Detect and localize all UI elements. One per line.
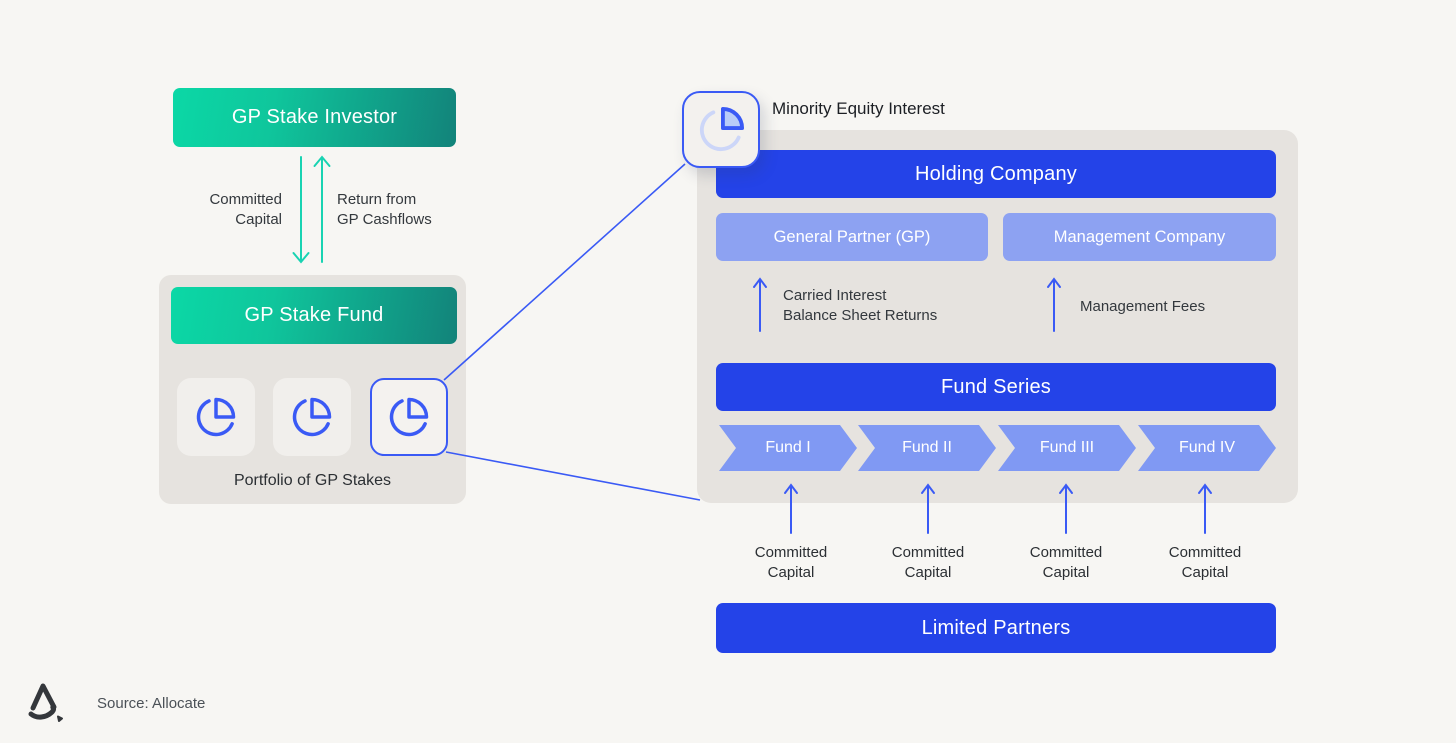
gp-stake-fund-panel: GP Stake Fund Portfolio of GP Stakes: [159, 275, 466, 504]
pie-chart-icon: [699, 106, 744, 151]
gp-stake-tile-3-highlighted: [370, 378, 448, 456]
committed-capital-flow-label: Committed Capital: [209, 191, 282, 228]
fund-1-label: Fund I: [765, 439, 811, 456]
gp-stake-investor-label: GP Stake Investor: [231, 106, 398, 128]
fund-chevron-row: Fund I Fund II Fund III Fund IV: [697, 425, 1298, 471]
management-company-label: Management Company: [1053, 227, 1226, 246]
fund-2-label: Fund II: [902, 439, 952, 456]
gp-stake-fund-box: GP Stake Fund: [171, 287, 457, 344]
fund-4-chevron: Fund IV: [1138, 425, 1276, 471]
return-flow-label: Return from GP Cashflows: [337, 191, 432, 228]
holding-company-label: Holding Company: [915, 162, 1077, 185]
fund-2-committed-label: Committed Capital: [891, 544, 965, 581]
minority-equity-label: Minority Equity Interest: [772, 99, 945, 118]
fund-3-chevron: Fund III: [998, 425, 1136, 471]
pie-chart-icon: [196, 397, 236, 437]
fund-3-committed-label: Committed Capital: [1029, 544, 1103, 581]
fund-series-label: Fund Series: [940, 375, 1052, 398]
pie-chart-icon: [389, 397, 429, 437]
fund-3-label: Fund III: [1039, 439, 1095, 456]
gp-stake-tile-1: [177, 378, 255, 456]
general-partner-label: General Partner (GP): [773, 227, 931, 246]
committed-capital-down-arrow: [292, 156, 310, 264]
return-up-arrow: [313, 155, 331, 263]
allocate-logo: [26, 681, 66, 725]
fund-4-committed-label: Committed Capital: [1168, 544, 1242, 581]
fund-1-committed-label: Committed Capital: [754, 544, 828, 581]
carried-interest-label: Carried Interest Balance Sheet Returns: [783, 287, 938, 324]
fund-2-chevron: Fund II: [858, 425, 996, 471]
fund-1-chevron: Fund I: [719, 425, 857, 471]
management-fees-label: Management Fees: [1080, 298, 1206, 315]
source-text: Source: Allocate: [97, 695, 206, 712]
minority-equity-icon-box: [682, 91, 760, 168]
holding-company-panel: Holding Company General Partner (GP) Man…: [697, 130, 1298, 503]
fund-series-box: Fund Series: [716, 363, 1276, 411]
management-company-box: Management Company: [1003, 213, 1276, 261]
gp-stake-investor-box: GP Stake Investor: [173, 88, 456, 147]
gp-stake-fund-label: GP Stake Fund: [244, 304, 384, 326]
limited-partners-box: Limited Partners: [716, 603, 1276, 653]
holding-company-box: Holding Company: [716, 150, 1276, 198]
limited-partners-label: Limited Partners: [921, 616, 1071, 639]
fund-4-label: Fund IV: [1178, 439, 1236, 456]
general-partner-box: General Partner (GP): [716, 213, 988, 261]
pie-chart-icon: [292, 397, 332, 437]
portfolio-caption: Portfolio of GP Stakes: [233, 472, 392, 489]
stake-to-minority-line: [443, 163, 701, 501]
gp-stake-tile-2: [273, 378, 351, 456]
